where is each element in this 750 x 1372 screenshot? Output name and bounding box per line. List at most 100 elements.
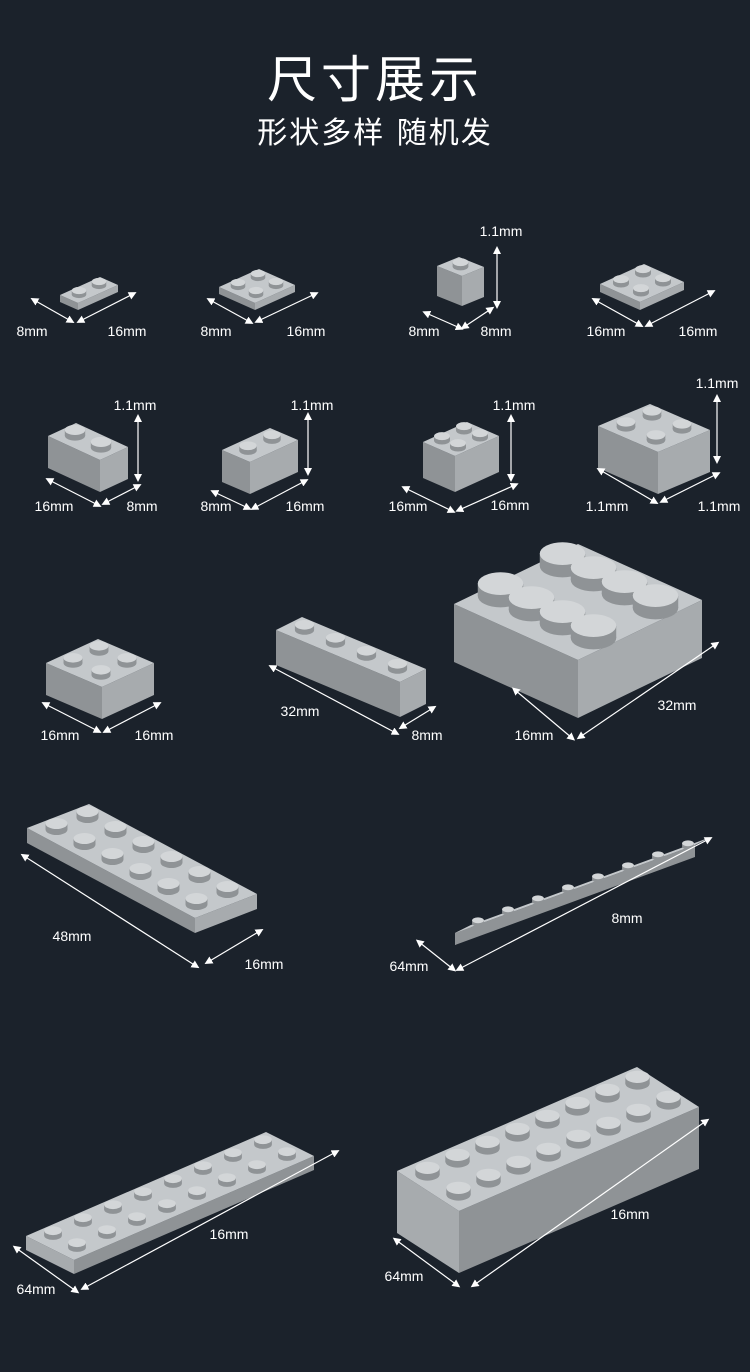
dimension-label: 16mm: [135, 727, 174, 743]
brick-face: [100, 447, 128, 492]
brick-top: [454, 544, 702, 660]
stud: [508, 586, 555, 609]
dimension-label: 16mm: [287, 323, 326, 339]
dimension-label: 8mm: [126, 498, 157, 514]
dimension-label: 8mm: [611, 910, 642, 926]
dimension-label: 16mm: [108, 323, 147, 339]
stud: [224, 1148, 242, 1158]
stud: [158, 1199, 176, 1209]
dimension-label: 16mm: [286, 498, 325, 514]
dimension-label: 8mm: [200, 498, 231, 514]
brick-2x2-brick: [46, 639, 154, 719]
stud: [248, 1160, 266, 1170]
stud: [74, 1213, 92, 1223]
stud: [194, 1161, 212, 1171]
dimension-label: 1.1mm: [696, 375, 739, 391]
stud: [506, 1155, 531, 1168]
stud: [642, 406, 662, 416]
stud: [596, 1116, 621, 1129]
slope-1x2-brick: [48, 423, 128, 492]
stud: [635, 265, 651, 274]
dimension-arrow: [254, 292, 319, 323]
dimension-label: 16mm: [35, 498, 74, 514]
dimension-arrow: [455, 482, 519, 513]
dimension-label: 1.1mm: [480, 223, 523, 239]
dimension-arrow: [102, 702, 162, 733]
stud: [250, 269, 266, 278]
stud: [622, 862, 634, 869]
stud: [434, 432, 450, 441]
stud: [73, 833, 96, 845]
stud: [164, 1174, 182, 1184]
stud: [45, 818, 68, 830]
stud: [216, 881, 239, 893]
stud: [539, 600, 586, 623]
dimension-label: 8mm: [408, 323, 439, 339]
stud: [472, 429, 488, 438]
stud: [536, 1142, 561, 1155]
stud: [655, 274, 671, 283]
stud: [570, 614, 617, 637]
dimension-arrow: [644, 290, 716, 327]
dimension-arrow: [80, 1150, 340, 1290]
dimension-label: 16mm: [245, 956, 284, 972]
dimension-arrow: [41, 702, 102, 733]
stud: [117, 653, 137, 663]
stud: [682, 840, 694, 847]
stud: [505, 1122, 530, 1135]
stud: [44, 1226, 62, 1236]
dimension-arrow: [415, 939, 457, 972]
brick-face: [423, 442, 455, 492]
dimension-arrow: [204, 928, 264, 965]
dimension-arrow: [455, 837, 713, 971]
dimension-label: 1.1mm: [114, 397, 157, 413]
stud: [89, 641, 109, 651]
brick-top: [219, 269, 295, 303]
stud: [239, 441, 257, 451]
dimension-arrow: [422, 310, 464, 331]
stud: [566, 1129, 591, 1142]
brick-2x4-brick: [454, 542, 702, 718]
stud: [76, 806, 99, 818]
stud: [104, 821, 127, 833]
dimension-label: 16mm: [41, 727, 80, 743]
brick-1x2-brick: [222, 428, 298, 494]
stud: [101, 848, 124, 860]
stud: [218, 1173, 236, 1183]
stud: [104, 1200, 122, 1210]
dimension-label: 8mm: [200, 323, 231, 339]
dimension-arrow: [591, 298, 644, 327]
brick-face: [462, 267, 484, 306]
stud: [446, 1181, 471, 1194]
stud: [254, 1135, 272, 1145]
dimension-arrow: [511, 687, 576, 741]
stud: [132, 836, 155, 848]
stud: [230, 278, 246, 287]
brick-1x4-brick: [276, 617, 426, 717]
stud: [562, 884, 574, 891]
stud: [90, 436, 112, 448]
slope-2x2-brick: [598, 404, 710, 494]
stud: [387, 658, 408, 669]
dimension-label: 16mm: [515, 727, 554, 743]
brick-top: [600, 264, 684, 302]
stud: [68, 1238, 86, 1248]
dimension-label: 8mm: [411, 727, 442, 743]
stud: [325, 632, 346, 643]
stud: [98, 1225, 116, 1235]
stud: [415, 1161, 440, 1174]
dimension-label: 1.1mm: [493, 397, 536, 413]
plate-1x8-brick: [455, 837, 711, 945]
stud: [456, 422, 472, 431]
dimension-arrow: [12, 1245, 80, 1294]
brick-face: [222, 450, 250, 494]
dimension-arrow: [30, 298, 75, 323]
stud: [91, 277, 107, 286]
dimension-arrow: [210, 490, 252, 510]
stud: [672, 419, 692, 429]
plate-corner-2x2-brick: [219, 269, 295, 310]
dimension-label: 8mm: [480, 323, 511, 339]
stud: [248, 286, 264, 295]
stud: [565, 1096, 590, 1109]
stud: [294, 619, 315, 630]
